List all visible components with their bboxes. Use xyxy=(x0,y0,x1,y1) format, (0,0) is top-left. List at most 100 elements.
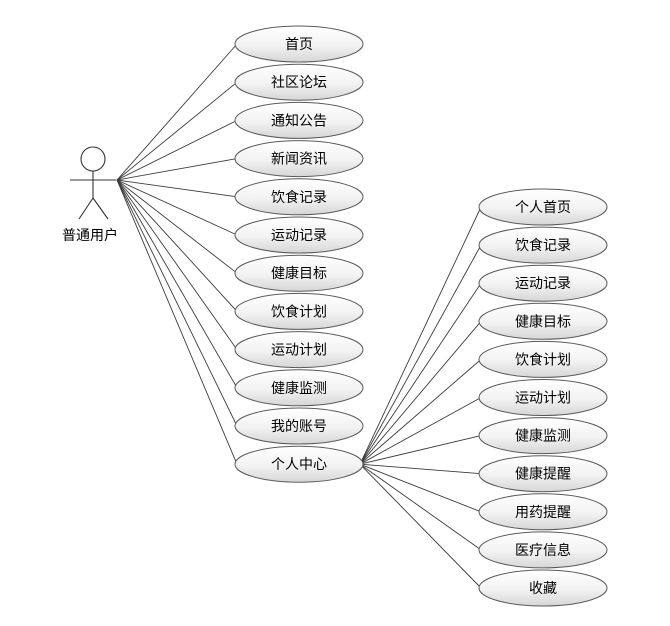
use-case-main-5: 运动记录 xyxy=(234,216,364,254)
association-line xyxy=(359,463,482,589)
association-lines xyxy=(116,43,482,589)
use-case-personal-3: 健康目标 xyxy=(478,302,608,340)
use-case-ellipse xyxy=(478,188,608,226)
use-case-ellipse xyxy=(234,292,364,330)
use-case-main-6: 健康目标 xyxy=(234,254,364,292)
use-case-label: 新闻资讯 xyxy=(271,152,327,168)
use-case-personal-6: 健康监测 xyxy=(478,417,608,455)
association-line xyxy=(116,179,238,350)
use-case-ellipse xyxy=(234,407,364,445)
main-use-cases: 首页社区论坛通知公告新闻资讯饮食记录运动记录健康目标饮食计划运动计划健康监测我的… xyxy=(234,25,364,483)
use-case-personal-2: 运动记录 xyxy=(478,264,608,302)
use-case-ellipse xyxy=(234,254,364,292)
use-case-label: 健康目标 xyxy=(271,265,327,282)
association-line xyxy=(116,119,238,181)
use-case-ellipse xyxy=(234,216,364,254)
association-line xyxy=(116,179,238,312)
use-case-main-9: 健康监测 xyxy=(234,369,364,407)
use-case-label: 社区论坛 xyxy=(271,75,327,91)
association-line xyxy=(116,179,238,236)
association-line xyxy=(359,359,482,465)
use-case-label: 运动计划 xyxy=(515,391,571,407)
use-case-main-2: 通知公告 xyxy=(234,101,364,139)
use-case-ellipse xyxy=(478,226,608,264)
use-case-personal-10: 收藏 xyxy=(478,569,608,607)
use-case-ellipse xyxy=(478,569,608,607)
use-case-ellipse xyxy=(478,264,608,302)
use-case-label: 通知公告 xyxy=(271,112,327,129)
use-case-label: 个人首页 xyxy=(515,200,571,216)
use-case-main-4: 饮食记录 xyxy=(234,178,364,216)
use-case-personal-1: 饮食记录 xyxy=(478,226,608,264)
use-case-label: 我的账号 xyxy=(271,419,327,435)
use-case-ellipse xyxy=(234,101,364,139)
use-case-main-7: 饮食计划 xyxy=(234,292,364,330)
use-case-ellipse xyxy=(478,455,608,493)
association-line xyxy=(116,179,238,465)
use-case-personal-7: 健康提醒 xyxy=(478,455,608,493)
use-case-label: 饮食记录 xyxy=(515,237,571,254)
use-case-ellipse xyxy=(234,25,364,63)
association-line xyxy=(359,282,482,465)
use-case-ellipse xyxy=(234,63,364,101)
association-line xyxy=(359,321,482,465)
use-case-ellipse xyxy=(478,340,608,378)
use-case-main-10: 我的账号 xyxy=(234,407,364,445)
use-case-label: 饮食记录 xyxy=(271,189,327,206)
use-case-ellipse xyxy=(234,445,364,483)
use-case-ellipse xyxy=(478,302,608,340)
use-case-main-0: 首页 xyxy=(234,25,364,63)
use-case-main-3: 新闻资讯 xyxy=(234,140,364,178)
actor-head xyxy=(80,146,106,172)
use-case-label: 健康监测 xyxy=(515,428,571,445)
actor-left-leg xyxy=(78,197,94,220)
use-case-label: 运动记录 xyxy=(515,276,571,292)
use-case-personal-5: 运动计划 xyxy=(478,379,608,416)
use-case-label: 用药提醒 xyxy=(515,505,571,521)
use-case-ellipse xyxy=(478,379,608,416)
actor-right-leg xyxy=(92,197,109,220)
use-case-label: 饮食计划 xyxy=(271,303,327,320)
association-line xyxy=(116,81,238,181)
use-case-ellipse xyxy=(478,417,608,455)
use-case-label: 健康目标 xyxy=(515,313,571,330)
use-case-main-1: 社区论坛 xyxy=(234,63,364,101)
use-case-label: 个人中心 xyxy=(271,457,327,473)
use-case-main-11: 个人中心 xyxy=(234,445,364,483)
use-case-ellipse xyxy=(478,531,608,569)
actor-normal-user: 普通用户 xyxy=(62,146,118,244)
association-line xyxy=(116,158,238,181)
use-case-label: 健康提醒 xyxy=(515,466,571,483)
personal-center-use-cases: 个人首页饮食记录运动记录健康目标饮食计划运动计划健康监测健康提醒用药提醒医疗信息… xyxy=(478,188,608,607)
association-line xyxy=(359,463,482,551)
association-line xyxy=(116,179,238,427)
use-case-personal-4: 饮食计划 xyxy=(478,340,608,378)
association-line xyxy=(359,435,482,465)
use-case-ellipse xyxy=(234,140,364,178)
use-case-label: 医疗信息 xyxy=(515,542,571,559)
use-case-ellipse xyxy=(234,369,364,407)
use-case-label: 健康监测 xyxy=(271,380,327,397)
association-line xyxy=(359,463,482,513)
use-case-main-8: 运动计划 xyxy=(234,331,364,369)
use-case-ellipse xyxy=(234,331,364,369)
association-line xyxy=(359,397,482,465)
use-case-ellipse xyxy=(234,178,364,216)
use-case-label: 首页 xyxy=(285,37,313,53)
association-line xyxy=(116,179,238,274)
use-case-personal-9: 医疗信息 xyxy=(478,531,608,569)
use-case-personal-8: 用药提醒 xyxy=(478,493,608,531)
use-case-label: 饮食计划 xyxy=(515,351,571,368)
use-case-label: 收藏 xyxy=(529,581,557,597)
association-line xyxy=(359,463,482,475)
association-line xyxy=(116,43,238,181)
use-case-ellipse xyxy=(478,493,608,531)
association-line xyxy=(116,179,238,389)
association-line xyxy=(359,206,482,465)
association-line xyxy=(359,244,482,465)
actor-label: 普通用户 xyxy=(62,227,118,244)
use-case-personal-0: 个人首页 xyxy=(478,188,608,226)
use-case-label: 运动计划 xyxy=(271,343,327,359)
association-line xyxy=(116,179,238,198)
